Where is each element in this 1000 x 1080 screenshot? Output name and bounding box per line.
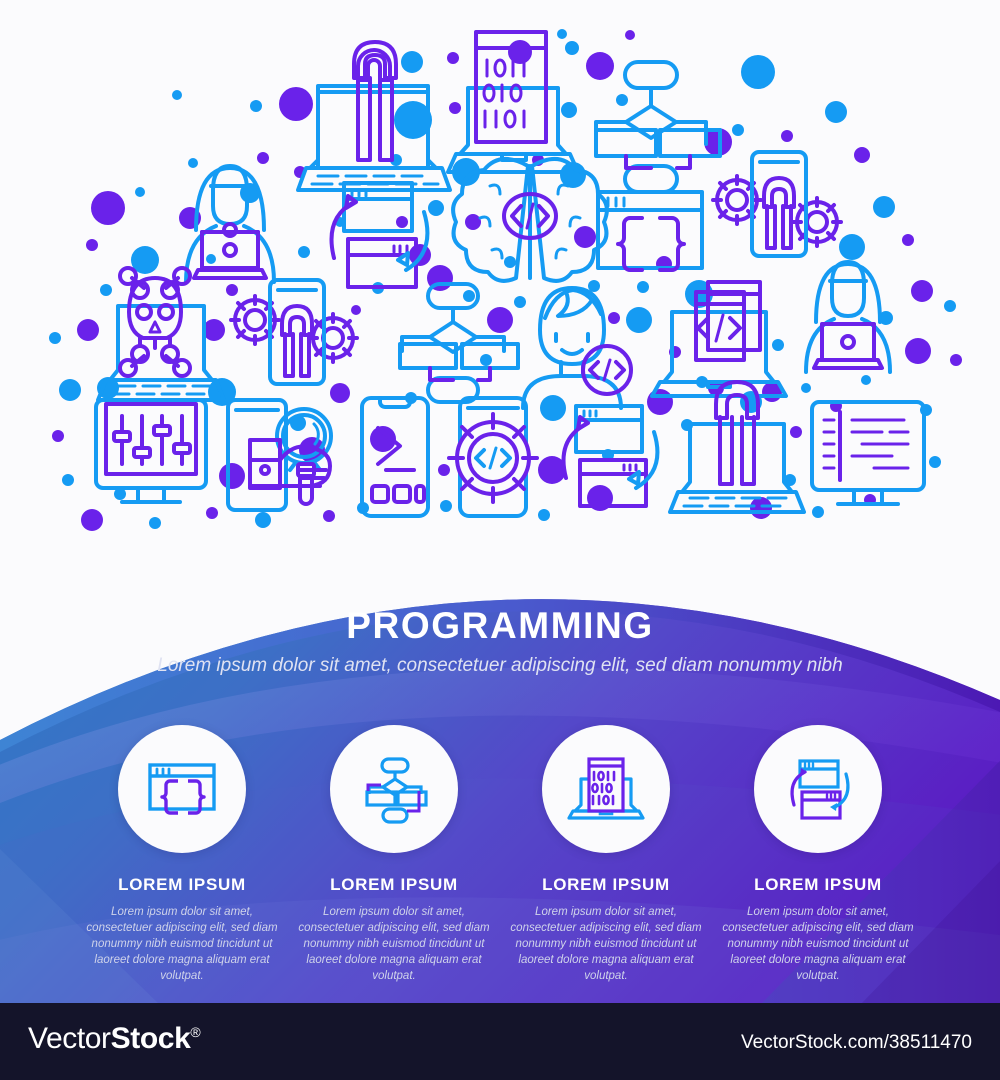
windows-sync-icon — [329, 181, 430, 289]
logo-text-bold: Stock — [110, 1022, 191, 1055]
monitor-code-lines-icon — [810, 400, 926, 506]
phone-hand-magnifier-icon — [226, 398, 333, 512]
flowchart-small-icon — [398, 282, 520, 404]
feature-text-1: Lorem ipsum dolor sit amet, consectetuer… — [86, 906, 278, 982]
brain-code-icon — [451, 157, 609, 283]
laptop-code-books-icon — [650, 280, 788, 398]
laptop-skull-virus-icon — [96, 266, 226, 402]
phone-terminal-icon — [360, 396, 430, 518]
laptop-wrench-icon-2 — [668, 380, 806, 514]
windows-sync-refactor-icon — [790, 759, 850, 820]
feature-item-1[interactable]: LOREM IPSUM Lorem ipsum dolor sit amet, … — [76, 725, 288, 984]
monitor-sliders-icon — [94, 398, 208, 504]
hero-banner: PROGRAMMING Lorem ipsum dolor sit amet, … — [0, 520, 1000, 1005]
feature-item-2[interactable]: LOREM IPSUM Lorem ipsum dolor sit amet, … — [288, 725, 500, 984]
phone-wrench-gear-icon — [229, 278, 359, 386]
feature-title-1: LOREM IPSUM — [118, 875, 246, 894]
programmer-avatar-code-icon — [521, 286, 633, 410]
feature-title-2: LOREM IPSUM — [330, 875, 458, 894]
feature-icon-circle-3 — [542, 725, 670, 853]
hacker-laptop-icon — [184, 164, 276, 284]
windows-sync-icon-right — [561, 404, 660, 508]
feature-list: LOREM IPSUM Lorem ipsum dolor sit amet, … — [0, 725, 1000, 984]
feature-item-4[interactable]: LOREM IPSUM Lorem ipsum dolor sit amet, … — [712, 725, 924, 984]
logo-text-light: Vector — [28, 1022, 111, 1055]
hacker-laptop-icon-right — [804, 260, 892, 374]
feature-title-4: LOREM IPSUM — [754, 875, 882, 894]
flowchart-icon — [365, 757, 428, 824]
registered-mark-icon: ® — [190, 1024, 201, 1040]
laptop-wrench-icon — [296, 40, 452, 192]
icon-cluster: .bl { fill:none; stroke:#159bf3; stroke-… — [49, 29, 962, 531]
icon-cluster-svg: .bl { fill:none; stroke:#159bf3; stroke-… — [49, 29, 962, 531]
feature-text-3: Lorem ipsum dolor sit amet, consectetuer… — [510, 906, 702, 982]
feature-item-3[interactable]: LOREM IPSUM Lorem ipsum dolor sit amet, … — [500, 725, 712, 984]
feature-text-4: Lorem ipsum dolor sit amet, consectetuer… — [722, 906, 914, 982]
browser-curly-braces-icon — [148, 763, 216, 815]
feature-title-3: LOREM IPSUM — [542, 875, 670, 894]
page-subtitle: Lorem ipsum dolor sit amet, consectetuer… — [157, 655, 843, 676]
feature-icon-circle-1 — [118, 725, 246, 853]
vectorstock-logo: VectorStock® — [28, 1022, 201, 1056]
flowchart-icon — [594, 60, 722, 194]
feature-icon-circle-4 — [754, 725, 882, 853]
browser-curly-braces-icon — [596, 190, 704, 272]
feature-text-2: Lorem ipsum dolor sit amet, consectetuer… — [298, 906, 490, 982]
phone-wrench-gears-icon — [711, 150, 843, 258]
footer-url: VectorStock.com/38511470 — [741, 1032, 972, 1053]
page-title: PROGRAMMING — [346, 605, 654, 646]
phone-gear-code-icon — [447, 396, 539, 518]
laptop-binary-code-icon — [567, 757, 645, 820]
footer-bar: VectorStock® VectorStock.com/38511470 — [0, 1003, 1000, 1080]
hero-background — [0, 599, 1000, 1005]
feature-icon-circle-2 — [330, 725, 458, 853]
